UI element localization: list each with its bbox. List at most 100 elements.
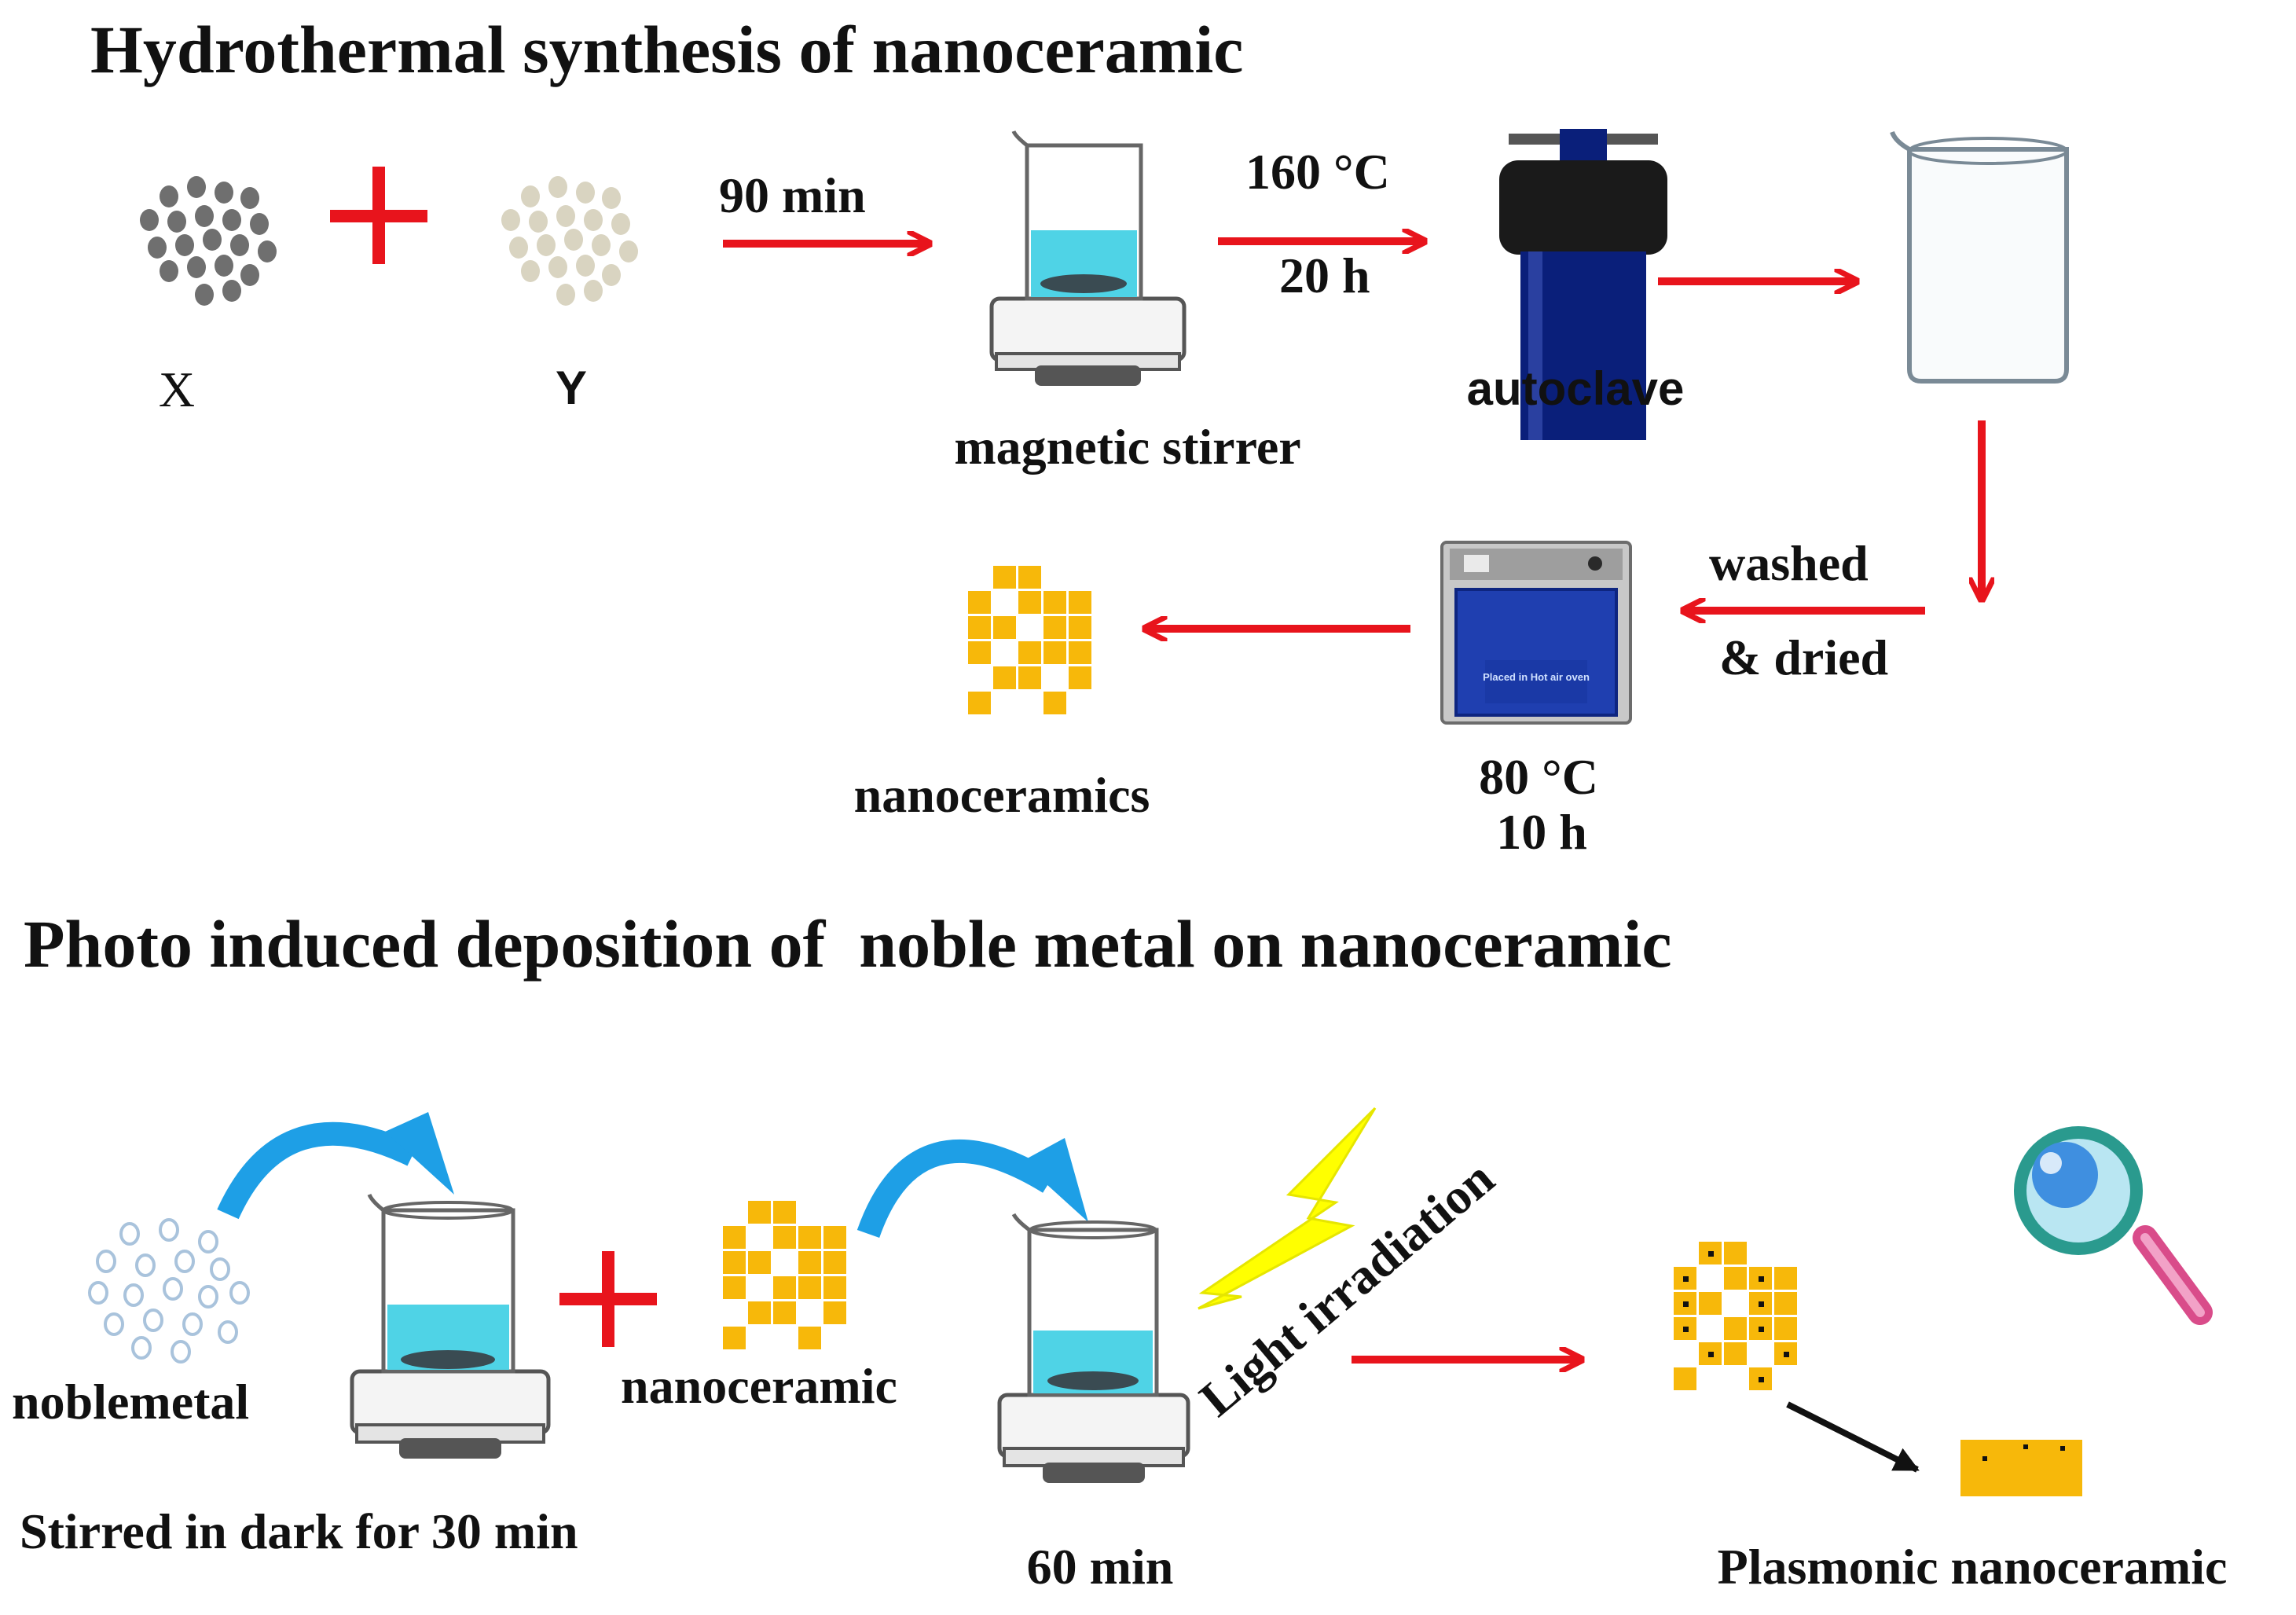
nanoceramic-particle <box>1724 1242 1747 1264</box>
noble-metal-dot <box>1683 1301 1689 1307</box>
magnifying-glass-icon <box>2014 1126 2213 1325</box>
particle <box>182 1312 203 1336</box>
nanoceramic-cluster-icon <box>723 1201 846 1349</box>
particle <box>240 264 259 286</box>
particle <box>210 1257 230 1281</box>
hot-air-oven-icon: Placed in Hot air oven <box>1440 541 1632 725</box>
noble-metal-dot <box>1683 1276 1689 1282</box>
particle <box>258 240 277 262</box>
label-autoclave: autoclave <box>1467 362 1685 415</box>
particle <box>218 1320 238 1344</box>
particle <box>537 234 556 256</box>
particle <box>187 256 206 278</box>
particle <box>104 1312 124 1336</box>
arrow-zoom <box>1786 1401 1920 1473</box>
nanoceramic-particle <box>823 1226 846 1249</box>
nanoceramic-particle <box>993 666 1016 689</box>
particle <box>592 234 611 256</box>
particle <box>175 234 194 256</box>
particle <box>548 256 567 278</box>
label-80c: 80 °C <box>1479 749 1598 805</box>
noble-metal-dot <box>1683 1327 1689 1332</box>
label-20h: 20 h <box>1279 248 1370 303</box>
label-nanoceramic: nanoceramic <box>621 1358 897 1414</box>
nanoceramic-particle <box>1724 1267 1747 1290</box>
nanoceramic-particle <box>1724 1342 1747 1365</box>
particle <box>576 255 595 277</box>
particle <box>131 1336 152 1360</box>
label-noblemetal: noblemetal <box>12 1374 249 1430</box>
label-nanoceramics: nanoceramics <box>854 767 1150 823</box>
magnetic-stirrer-2-icon <box>350 1193 551 1459</box>
particle <box>159 1218 179 1242</box>
label-magnetic-stirrer: magnetic stirrer <box>954 419 1300 475</box>
particle <box>140 209 159 231</box>
label-y: Y <box>556 362 587 414</box>
particle <box>611 213 630 235</box>
particle <box>148 237 167 259</box>
plus-2-icon <box>559 1251 657 1347</box>
lightning-icon <box>1198 1107 1377 1310</box>
nanoceramic-particle <box>1018 641 1041 664</box>
particle <box>529 211 548 233</box>
nanoceramic-particle <box>1069 641 1091 664</box>
nanoceramic-particle <box>773 1201 796 1224</box>
curved-arrow-1-head <box>385 1112 454 1195</box>
nanoceramic-particle <box>1043 591 1066 614</box>
particle <box>250 213 269 235</box>
particle <box>222 280 241 302</box>
nanoceramic-particle <box>1699 1292 1722 1315</box>
particle <box>602 264 621 286</box>
particle <box>576 182 595 204</box>
particle <box>135 1253 156 1277</box>
noble-metal-dot <box>1708 1352 1714 1357</box>
nanoceramic-particle <box>723 1251 746 1274</box>
nanoceramic-particle <box>798 1276 821 1299</box>
nanoceramic-particle <box>773 1276 796 1299</box>
curved-arrow-2-head <box>1021 1138 1088 1222</box>
nanoceramic-particle <box>798 1226 821 1249</box>
particle <box>119 1222 140 1246</box>
curved-arrow-2 <box>856 1139 1055 1239</box>
particle <box>521 260 540 282</box>
label-dried: & dried <box>1719 629 1888 685</box>
nanoceramic-particle <box>1774 1317 1797 1340</box>
nanoceramic-particle <box>1724 1317 1747 1340</box>
particle <box>88 1281 108 1305</box>
label-160c: 160 °C <box>1245 144 1390 200</box>
noble-metal-dot <box>1759 1301 1764 1307</box>
particle <box>229 1281 250 1305</box>
nanoceramic-particle <box>968 616 991 639</box>
nanoceramic-particle <box>968 591 991 614</box>
label-90-min: 90 min <box>719 167 866 223</box>
particle <box>195 284 214 306</box>
nanoceramic-particle <box>1069 616 1091 639</box>
label-stirred-in-dark: Stirred in dark for 30 min <box>20 1503 578 1559</box>
particle <box>222 209 241 231</box>
particle <box>215 255 233 277</box>
nanoceramic-particle <box>968 692 991 714</box>
nanoceramic-particle <box>968 641 991 664</box>
oven-sign: Placed in Hot air oven <box>1483 671 1590 683</box>
nanoceramic-particle <box>773 1301 796 1324</box>
particle <box>171 1340 191 1364</box>
section2-title: Photo induced deposition of noble metal … <box>24 906 1672 982</box>
plus-icon <box>330 167 427 264</box>
magnified-particle-icon <box>1960 1440 2082 1496</box>
nanoceramic-particle <box>748 1251 771 1274</box>
nanoceramic-particle <box>1018 591 1041 614</box>
nanoceramic-particle <box>993 616 1016 639</box>
nanoceramics-icon <box>968 566 1091 714</box>
particle <box>215 182 233 204</box>
curved-arrow-1 <box>217 1121 418 1220</box>
particle <box>619 240 638 262</box>
nanoceramic-particle <box>1043 692 1066 714</box>
plasmonic-nanoceramic-icon <box>1674 1242 1797 1390</box>
nanoceramic-particle <box>823 1301 846 1324</box>
noble-metal-dot <box>1784 1352 1789 1357</box>
particle <box>195 205 214 227</box>
particle <box>556 205 575 227</box>
particle <box>584 209 603 231</box>
nanoceramic-particle <box>1069 591 1091 614</box>
empty-beaker-icon <box>1890 130 2069 384</box>
